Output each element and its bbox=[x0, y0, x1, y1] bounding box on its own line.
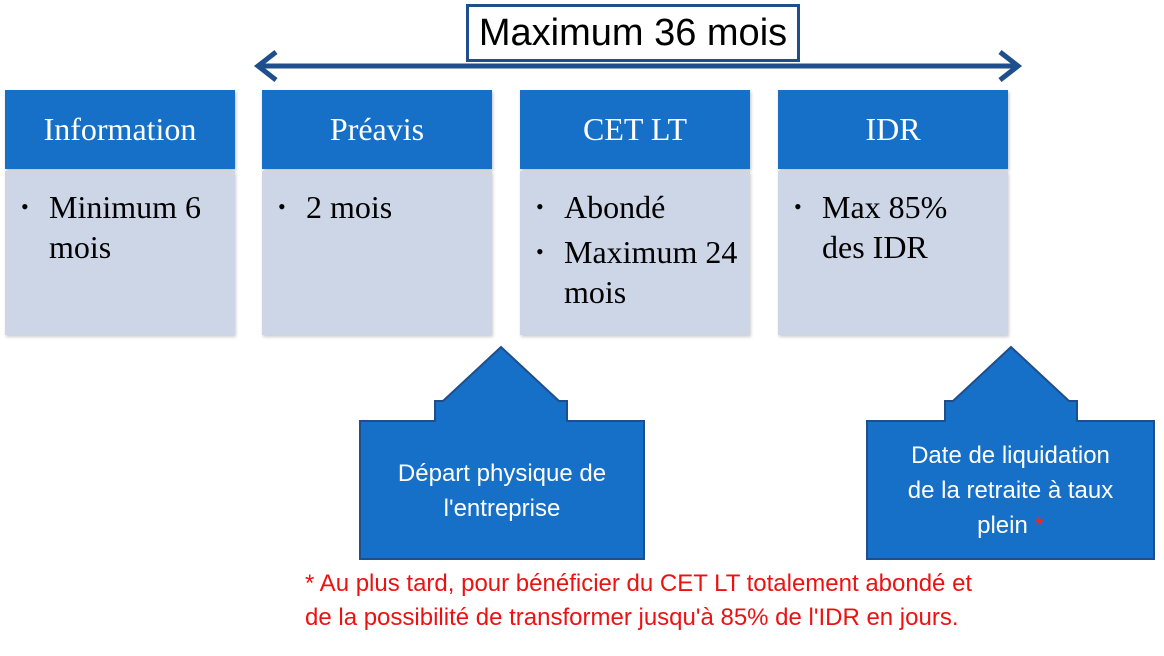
duration-arrow bbox=[253, 50, 1023, 82]
retirement-callout-arrow bbox=[866, 345, 1155, 560]
callout-line: Départ physique de bbox=[397, 460, 607, 487]
retirement-callout-text: Date de liquidation de la retraite à tau… bbox=[867, 438, 1154, 543]
stage-item: Maximum 24 mois bbox=[534, 232, 738, 312]
stage-title: Information bbox=[5, 90, 235, 169]
stage-title: IDR bbox=[778, 90, 1008, 169]
duration-label: Maximum 36 mois bbox=[466, 4, 800, 62]
departure-callout-arrow bbox=[359, 345, 645, 560]
stage-title: CET LT bbox=[520, 90, 750, 169]
stage-item: 2 mois bbox=[276, 187, 480, 227]
callout-line: plein * bbox=[867, 508, 1154, 543]
departure-callout-text: Départ physique de l'entreprise bbox=[360, 456, 644, 526]
stage-item: Abondé bbox=[534, 187, 738, 227]
footnote-line: * Au plus tard, pour bénéficier du CET L… bbox=[305, 570, 973, 597]
callout-line-text: plein bbox=[977, 512, 1028, 539]
stage-preavis: Préavis 2 mois bbox=[262, 90, 492, 335]
stage-cet-lt: CET LT Abondé Maximum 24 mois bbox=[520, 90, 750, 335]
stage-title: Préavis bbox=[262, 90, 492, 169]
footnote: * Au plus tard, pour bénéficier du CET L… bbox=[305, 567, 1135, 635]
stage-body: Minimum 6 mois bbox=[5, 171, 235, 335]
stage-idr: IDR Max 85% des IDR bbox=[778, 90, 1008, 335]
stage-item: Minimum 6 mois bbox=[19, 187, 223, 267]
callout-line: l'entreprise bbox=[443, 495, 561, 522]
callout-line: de la retraite à taux bbox=[907, 477, 1114, 504]
stage-information: Information Minimum 6 mois bbox=[5, 90, 235, 335]
stage-body: Max 85% des IDR bbox=[778, 171, 1008, 335]
asterisk-mark: * bbox=[1034, 512, 1044, 539]
footnote-line: de la possibilité de transformer jusqu'à… bbox=[305, 604, 959, 631]
callout-line: Date de liquidation bbox=[911, 442, 1110, 469]
stage-item: Max 85% des IDR bbox=[792, 187, 996, 267]
stage-body: 2 mois bbox=[262, 171, 492, 335]
stage-body: Abondé Maximum 24 mois bbox=[520, 171, 750, 335]
